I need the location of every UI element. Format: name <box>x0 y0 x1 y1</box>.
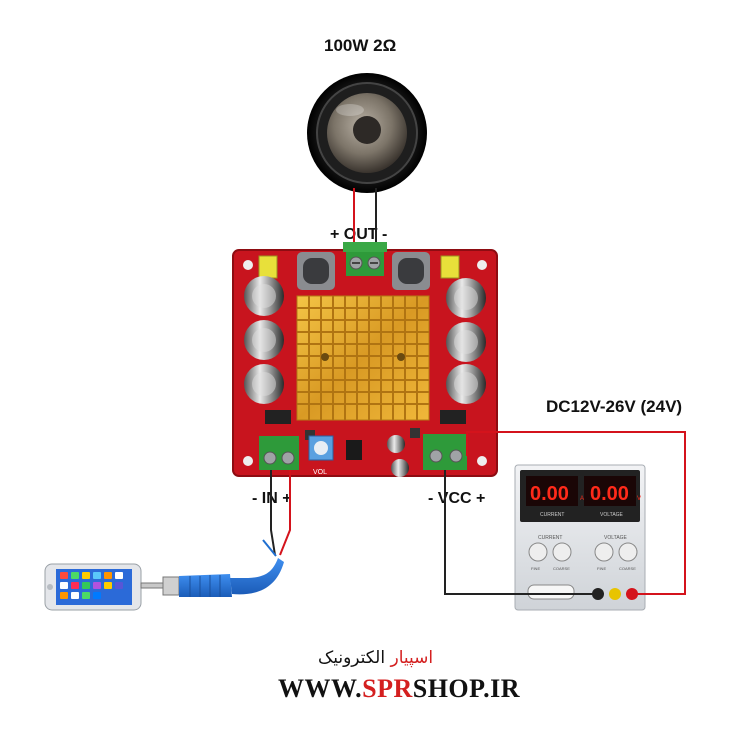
knob-fine-1: FINE <box>531 566 540 571</box>
brand-persian-text: الکترونیک <box>318 648 386 668</box>
current-caption: CURRENT <box>540 512 564 518</box>
volume-potentiometer <box>308 435 334 461</box>
capacitor-left-2 <box>244 320 284 360</box>
knob-coarse-1: COARSE <box>553 566 570 571</box>
inductor-left <box>297 252 335 290</box>
url-suffix: SHOP.IR <box>412 674 521 703</box>
knob-fine-2: FINE <box>597 566 606 571</box>
voltage-knob-title: VOLTAGE <box>604 535 628 541</box>
capacitor-left-1 <box>244 276 284 316</box>
brand-persian-name: اسپیار <box>390 648 434 668</box>
current-knob-title: CURRENT <box>538 535 562 541</box>
capacitor-right-1 <box>446 278 486 318</box>
vcc-label: - VCC + <box>428 490 486 507</box>
speaker-label: 100W 2Ω <box>324 36 397 55</box>
speaker-icon <box>307 73 427 193</box>
capacitor-right-2 <box>446 322 486 362</box>
vcc-terminal <box>423 434 467 470</box>
url-brand: SPR <box>362 674 413 703</box>
capacitor-right-3 <box>446 364 486 404</box>
capacitor-left-3 <box>244 364 284 404</box>
amplifier-board: VOL <box>232 242 498 477</box>
inductor-right <box>392 252 430 290</box>
website-url: WWW.SPRSHOP.IR <box>278 674 520 704</box>
knob-coarse-2: COARSE <box>619 566 636 571</box>
current-unit: A <box>580 496 584 502</box>
input-terminal <box>259 436 299 470</box>
phone-icon <box>44 563 142 611</box>
vol-label: VOL <box>313 469 327 476</box>
brand-persian: اسپیار الکترونیک <box>318 648 433 668</box>
audio-cable-icon <box>140 558 284 597</box>
output-terminal <box>343 242 387 276</box>
voltage-caption: VOLTAGE <box>600 512 624 518</box>
url-prefix: WWW. <box>278 674 363 703</box>
voltage-display: 0.00 <box>590 483 629 505</box>
current-display: 0.00 <box>530 483 569 505</box>
power-supply: 0.00 0.00 A V CURRENT VOLTAGE CURRENT VO… <box>514 464 646 611</box>
output-label: + OUT - <box>330 226 388 243</box>
voltage-unit: V <box>637 496 641 502</box>
power-supply-label: DC12V-26V (24V) <box>546 397 683 416</box>
heatsink <box>296 295 430 421</box>
